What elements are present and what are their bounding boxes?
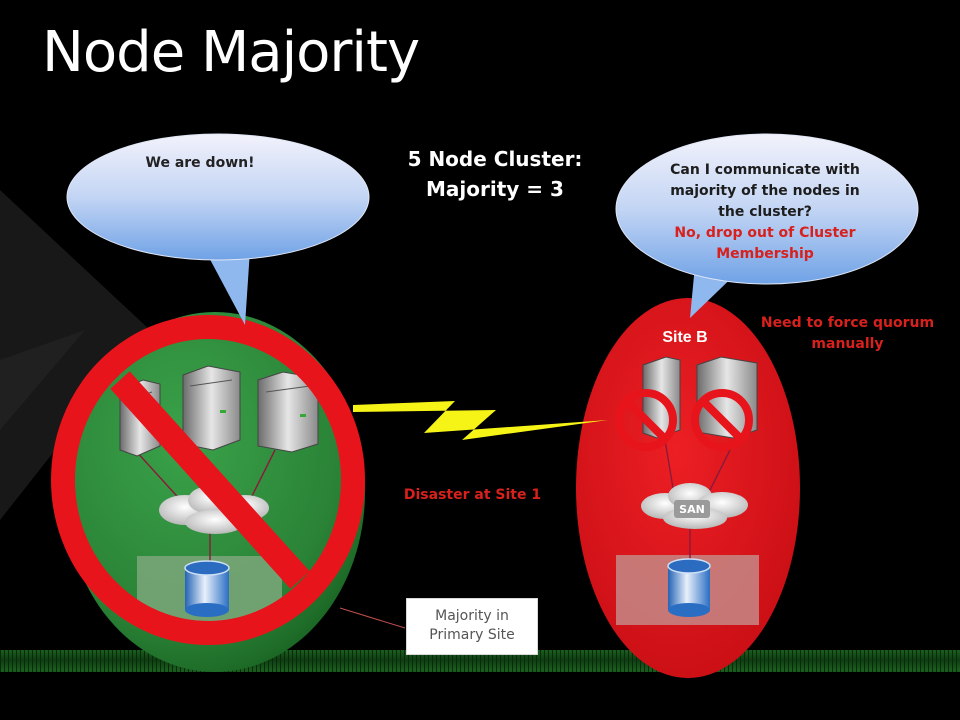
san-label: SAN [679,503,705,516]
prohibited-icon [691,389,753,451]
force-quorum-line1: Need to force quorum [760,315,935,331]
callout-pointer [339,607,406,629]
san-label-badge [674,500,710,518]
callout-line1: Majority in [435,608,509,624]
lightning-link-icon [353,401,608,440]
callout-line2: Primary Site [429,627,515,643]
cluster-heading-line2: Majority = 3 [426,177,564,201]
cluster-heading: 5 Node Cluster: Majority = 3 [380,144,610,204]
right-bubble-line4: No, drop out of Cluster [674,225,856,241]
right-bubble-line1: Can I communicate with [670,162,860,178]
cluster-heading-line1: 5 Node Cluster: [407,147,583,171]
majority-callout: Majority in Primary Site [406,598,538,655]
prohibited-icon [51,315,365,645]
force-quorum-line2: manually [811,336,884,352]
slide-title: Node Majority [42,20,420,85]
site-b [576,298,800,678]
right-bubble-line5: Membership [716,246,814,262]
left-bubble-text: We are down! [145,155,255,171]
right-bubble-line3: the cluster? [718,204,812,220]
database-icon [667,558,711,617]
right-bubble-text: Can I communicate with majority of the n… [640,160,890,265]
disaster-note: Disaster at Site 1 [403,487,542,503]
right-speech-bubble [615,133,919,318]
server-icon [257,371,319,453]
background-wedge [0,190,150,520]
right-bubble-line2: majority of the nodes in [670,183,860,199]
force-quorum-note: Need to force quorum manually [755,313,940,355]
background-wedge-2 [0,330,85,430]
server-icon [182,365,241,451]
prohibited-icon [615,389,677,451]
site-b-label: Site B [662,329,708,346]
database-icon [184,560,230,617]
left-speech-bubble [66,133,370,325]
